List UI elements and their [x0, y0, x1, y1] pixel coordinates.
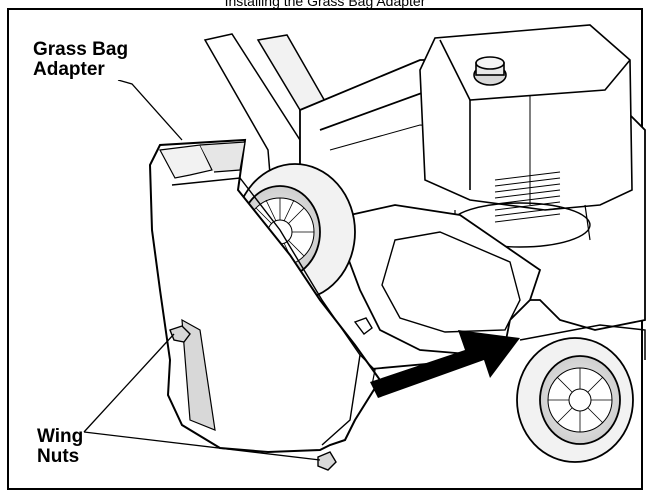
label-grass-bag-adapter: Grass Bag Adapter [33, 39, 129, 80]
label-line: Adapter [33, 59, 105, 80]
engine [419, 24, 633, 248]
discharge-opening [344, 204, 542, 356]
label-line: Wing [37, 426, 84, 447]
leader-lines [83, 79, 321, 461]
arrow-icon [370, 330, 520, 398]
wheel-icon [547, 367, 613, 433]
wing-nut-icon [169, 317, 373, 471]
front-wheel [516, 324, 646, 463]
grass-bag-adapter [148, 138, 382, 454]
label-line: Grass Bag [33, 39, 129, 60]
figure-caption-cropped: Installing the Grass Bag Adapter [224, 0, 426, 8]
label-wing-nuts: Wing Nuts [37, 426, 84, 467]
label-line: Nuts [37, 446, 80, 467]
